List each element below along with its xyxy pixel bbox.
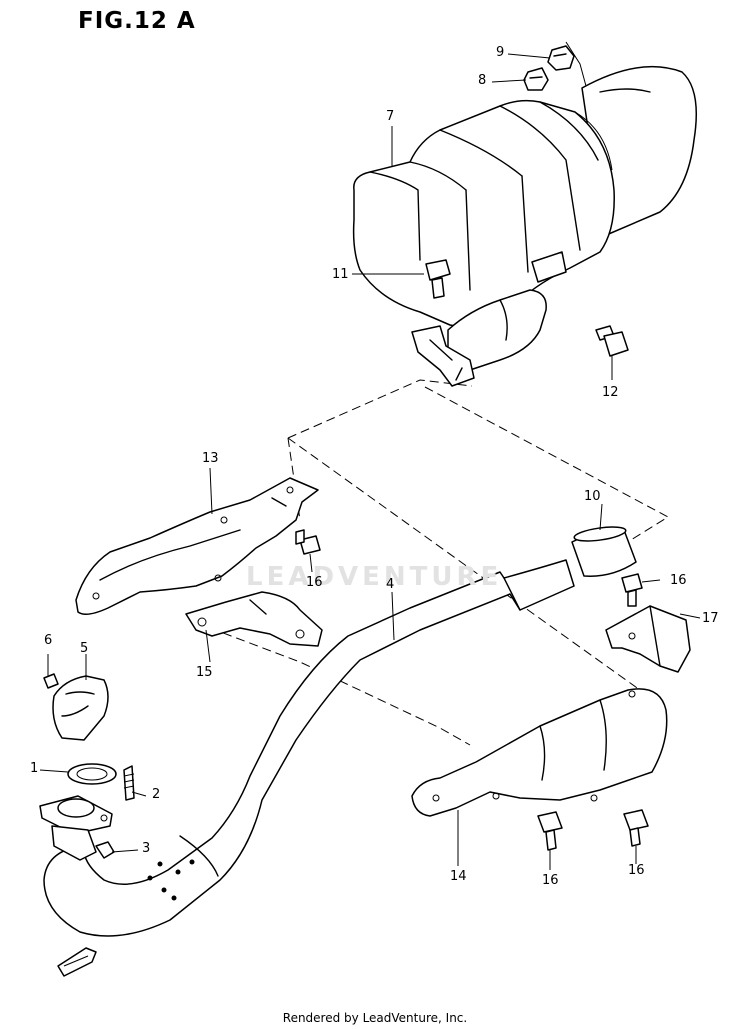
nut-8	[523, 67, 549, 91]
bolt-16-lower-right	[623, 809, 649, 847]
callout-17: 17	[702, 611, 719, 626]
bolt-11	[425, 259, 451, 299]
muffler	[352, 65, 697, 387]
callout-11: 11	[332, 267, 349, 282]
bolt-16-middle	[295, 529, 321, 555]
stud-2	[123, 765, 135, 801]
bolt-12	[595, 325, 629, 357]
heat-shield-13	[75, 477, 319, 615]
callout-4: 4	[386, 577, 395, 592]
watermark: LEADVENTURE	[246, 562, 503, 592]
gasket-1	[67, 763, 117, 785]
callout-8: 8	[478, 73, 487, 88]
front-direction-arrow-icon	[57, 947, 97, 977]
callout-13: 13	[202, 451, 219, 466]
exhaust-pipe-4	[43, 559, 575, 937]
callout-16-upper: 16	[670, 573, 687, 588]
heat-guard-14	[411, 688, 668, 817]
nut-3	[95, 841, 115, 859]
callout-12: 12	[602, 385, 619, 400]
callout-1: 1	[30, 761, 39, 776]
callout-5: 5	[80, 641, 89, 656]
callout-3: 3	[142, 841, 151, 856]
callout-7: 7	[386, 109, 395, 124]
callout-16-lower-left: 16	[542, 873, 559, 888]
bracket-17	[605, 605, 691, 673]
figure-title: FIG.12 A	[78, 8, 196, 34]
callout-14: 14	[450, 869, 467, 884]
screw-6	[43, 673, 59, 689]
bracket-15	[185, 591, 323, 647]
callout-9: 9	[496, 45, 505, 60]
cap-nut-9	[547, 45, 575, 71]
callout-15: 15	[196, 665, 213, 680]
bolt-16-upper	[621, 573, 643, 607]
bolt-16-lower-left	[537, 811, 563, 851]
connector-pipe-10	[571, 526, 637, 577]
callout-16-lower-right: 16	[628, 863, 645, 878]
callout-10: 10	[584, 489, 601, 504]
leader-lines	[39, 53, 701, 870]
callout-2: 2	[152, 787, 161, 802]
callout-16-middle: 16	[306, 575, 323, 590]
exhaust-flange	[39, 795, 113, 861]
cover-5	[52, 675, 109, 741]
callout-6: 6	[44, 633, 53, 648]
footer-credit: Rendered by LeadVenture, Inc.	[282, 1011, 468, 1025]
